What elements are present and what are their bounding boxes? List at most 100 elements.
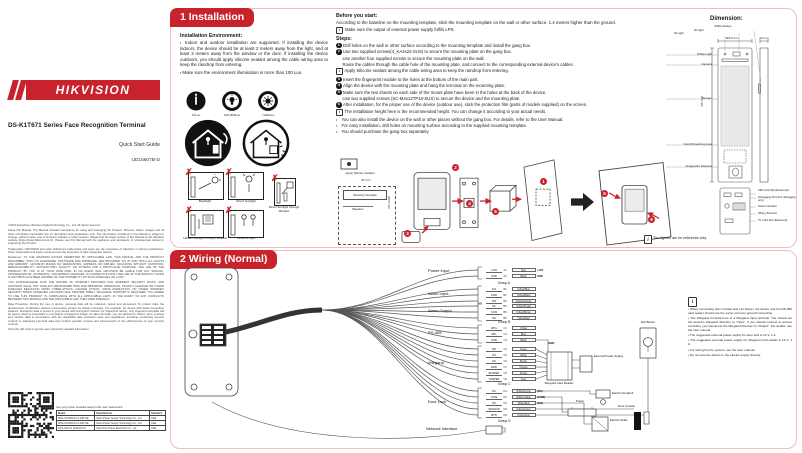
step-badge: 6 <box>648 216 655 223</box>
wire-color: Orange <box>511 364 536 370</box>
step-text: Use two supplied screws(4_KA4x22-SUS) to… <box>343 49 512 55</box>
step-text: Insert the fingerprint module to the hol… <box>343 76 479 82</box>
legal-paragraph: YOU ACKNOWLEDGE THAT THE NATURE OF INTER… <box>8 280 164 301</box>
wire-color: Yellow/Red <box>511 315 536 321</box>
front-label: White Light <box>696 52 712 56</box>
avoid-backlight-diagram <box>188 172 224 200</box>
strike-label: Electric Strike <box>610 418 628 422</box>
before-start-title: Before you start: <box>336 13 378 19</box>
terminal-row: NC D1 White/Purple (NC) <box>486 388 556 394</box>
group-b-caption: Group B <box>498 320 511 324</box>
installation-steps: Before you start: According to the basel… <box>336 13 666 136</box>
info-icon: i <box>336 109 343 117</box>
psu-model: ADS-24S-12 1224GPCN <box>55 425 96 431</box>
terminal-name: GND <box>486 338 502 343</box>
wiring-note: For wiring the fire system, see the user… <box>688 348 792 353</box>
terminal-name: +12V <box>486 268 502 273</box>
step-number: 1 <box>336 42 342 49</box>
exploded-install-diagram <box>401 159 563 243</box>
gnd-label: GND <box>548 341 555 345</box>
door-lock-terminals: NC D1 White/Purple (NC) COM D2 White/Yel… <box>486 388 556 418</box>
group-a-terminals: +12V A1 Red +12V GND A2 Black GND <box>486 267 556 279</box>
wire-color: Yellow/Gray <box>511 412 536 418</box>
terminal-name: SENSOR <box>486 407 502 412</box>
install-step: i Apply Silicone sealant among the cable… <box>336 68 666 76</box>
wire-color: White/Purple <box>511 388 536 394</box>
red-x-icon: ✗ <box>185 205 193 215</box>
avoid-close-to-light-diagram <box>228 210 264 238</box>
wire-color: Yellow/Black <box>511 292 536 298</box>
terminal-row: SENSOR D4 Yellow/Green <box>486 406 556 412</box>
alarm-input-label: Alarm Input <box>428 291 449 296</box>
group-c-caption: Group C <box>498 382 511 386</box>
red-x-icon: ✗ <box>225 167 233 177</box>
wire-id: B2 <box>503 293 507 297</box>
wiegand-terminals: W0 C4 Green W1 C5 White OK C6 Brown ERR … <box>486 346 556 382</box>
front-label: Camera <box>701 62 712 66</box>
step-badge: 1 <box>540 178 547 185</box>
terminal-name: NO <box>486 316 502 321</box>
terminal-row: GND A2 Black GND <box>486 273 556 279</box>
terminal-name: W1 <box>486 353 502 358</box>
step-text: Drill holes on the wall or other surface… <box>343 42 531 48</box>
step-number: 2 <box>336 49 342 55</box>
info-icon: i <box>336 68 343 76</box>
wiring-notes: When connecting door contact and exit bu… <box>688 307 792 359</box>
install-step: 4 Align the device with the mounting pla… <box>336 83 666 89</box>
qr-code <box>8 392 54 438</box>
terminal-name: NC <box>486 389 502 394</box>
wiring-note: Do not wire the device to the electric s… <box>688 353 792 358</box>
wire-tag: (NC) <box>537 389 543 393</box>
bullet-marker: • <box>336 129 338 135</box>
candle-lux-icon <box>186 91 206 111</box>
avoid-indirect-sun-window-diagram <box>188 210 224 238</box>
ir-light-label: IR Light <box>674 31 684 35</box>
indoor-placement-icon <box>184 119 232 167</box>
install-step: • You should purchase the gang box separ… <box>336 129 666 134</box>
wiring-note: The suggested external power supply for … <box>688 339 792 347</box>
rear-label: Wiring Terminal <box>758 212 777 215</box>
install-step: Route the cables through the cable hole … <box>336 62 666 67</box>
exit-button-label: Exit Button <box>641 320 655 324</box>
avoid-label: Close to Light <box>236 236 256 240</box>
terminal-name: IN2 <box>486 299 502 304</box>
wire-id: C8 <box>503 371 507 375</box>
info-icon: i <box>644 235 652 244</box>
step-text: You can also install the device on the w… <box>341 117 564 123</box>
step-badge: 5 <box>492 208 499 215</box>
install-step: Use another four supplied screws to secu… <box>336 56 666 61</box>
wiegand-label: Wiegand <box>428 360 444 365</box>
terminal-row: GND B2 Yellow/Black <box>486 292 556 298</box>
sun-lux-icon <box>258 91 278 111</box>
install-step: 5 Make sure the two sheets on each side … <box>336 89 666 96</box>
mounting-template-label: Mounting Template <box>343 190 387 200</box>
terminal-name: NC <box>486 304 502 309</box>
wire-color: Yellow/Brown <box>511 309 536 315</box>
psu-table: Model Manufacturer Standard MSA-C1500IC1… <box>55 410 166 431</box>
lux-label: 10Lux <box>192 113 200 117</box>
terminal-name: NO <box>486 401 502 406</box>
rear-label: TF Card Slot (Reserved) <box>758 219 788 222</box>
step-text: Use two supplied screws (SC-M4x12TP10-SU… <box>342 96 521 102</box>
wire-tag: (NO) <box>537 401 543 405</box>
wiring-diagram <box>184 266 657 439</box>
power-label: Power <box>575 399 585 403</box>
info-icon: i <box>336 27 343 35</box>
dimension-title: Dimension: <box>710 16 743 22</box>
terminal-name: 485- <box>486 332 502 337</box>
step-badge: 5 <box>601 190 608 197</box>
step-number: 3 <box>336 76 342 83</box>
wire-tag: +12V <box>537 268 544 272</box>
psu-standard: CEE <box>149 425 166 431</box>
wire-color: Yellow <box>511 325 536 331</box>
step-text: You should purchase the gang box separat… <box>341 129 430 135</box>
wire-color: Yellow/Purple <box>511 303 536 309</box>
step-text: After installation, for the proper use o… <box>343 102 588 108</box>
legal-paragraph: ©2020 Hangzhou Hikvision Digital Technol… <box>8 223 101 227</box>
avoid-label: Direct Sunlight through Window <box>268 205 300 213</box>
terminal-row: NO D3 White/Red (NO) <box>486 400 556 406</box>
terminal-name: COM <box>486 395 502 400</box>
wiegand-reader-label: Wiegand Card Reader <box>544 381 574 385</box>
terminal-row: BTN D5 Yellow/Gray <box>486 412 556 418</box>
